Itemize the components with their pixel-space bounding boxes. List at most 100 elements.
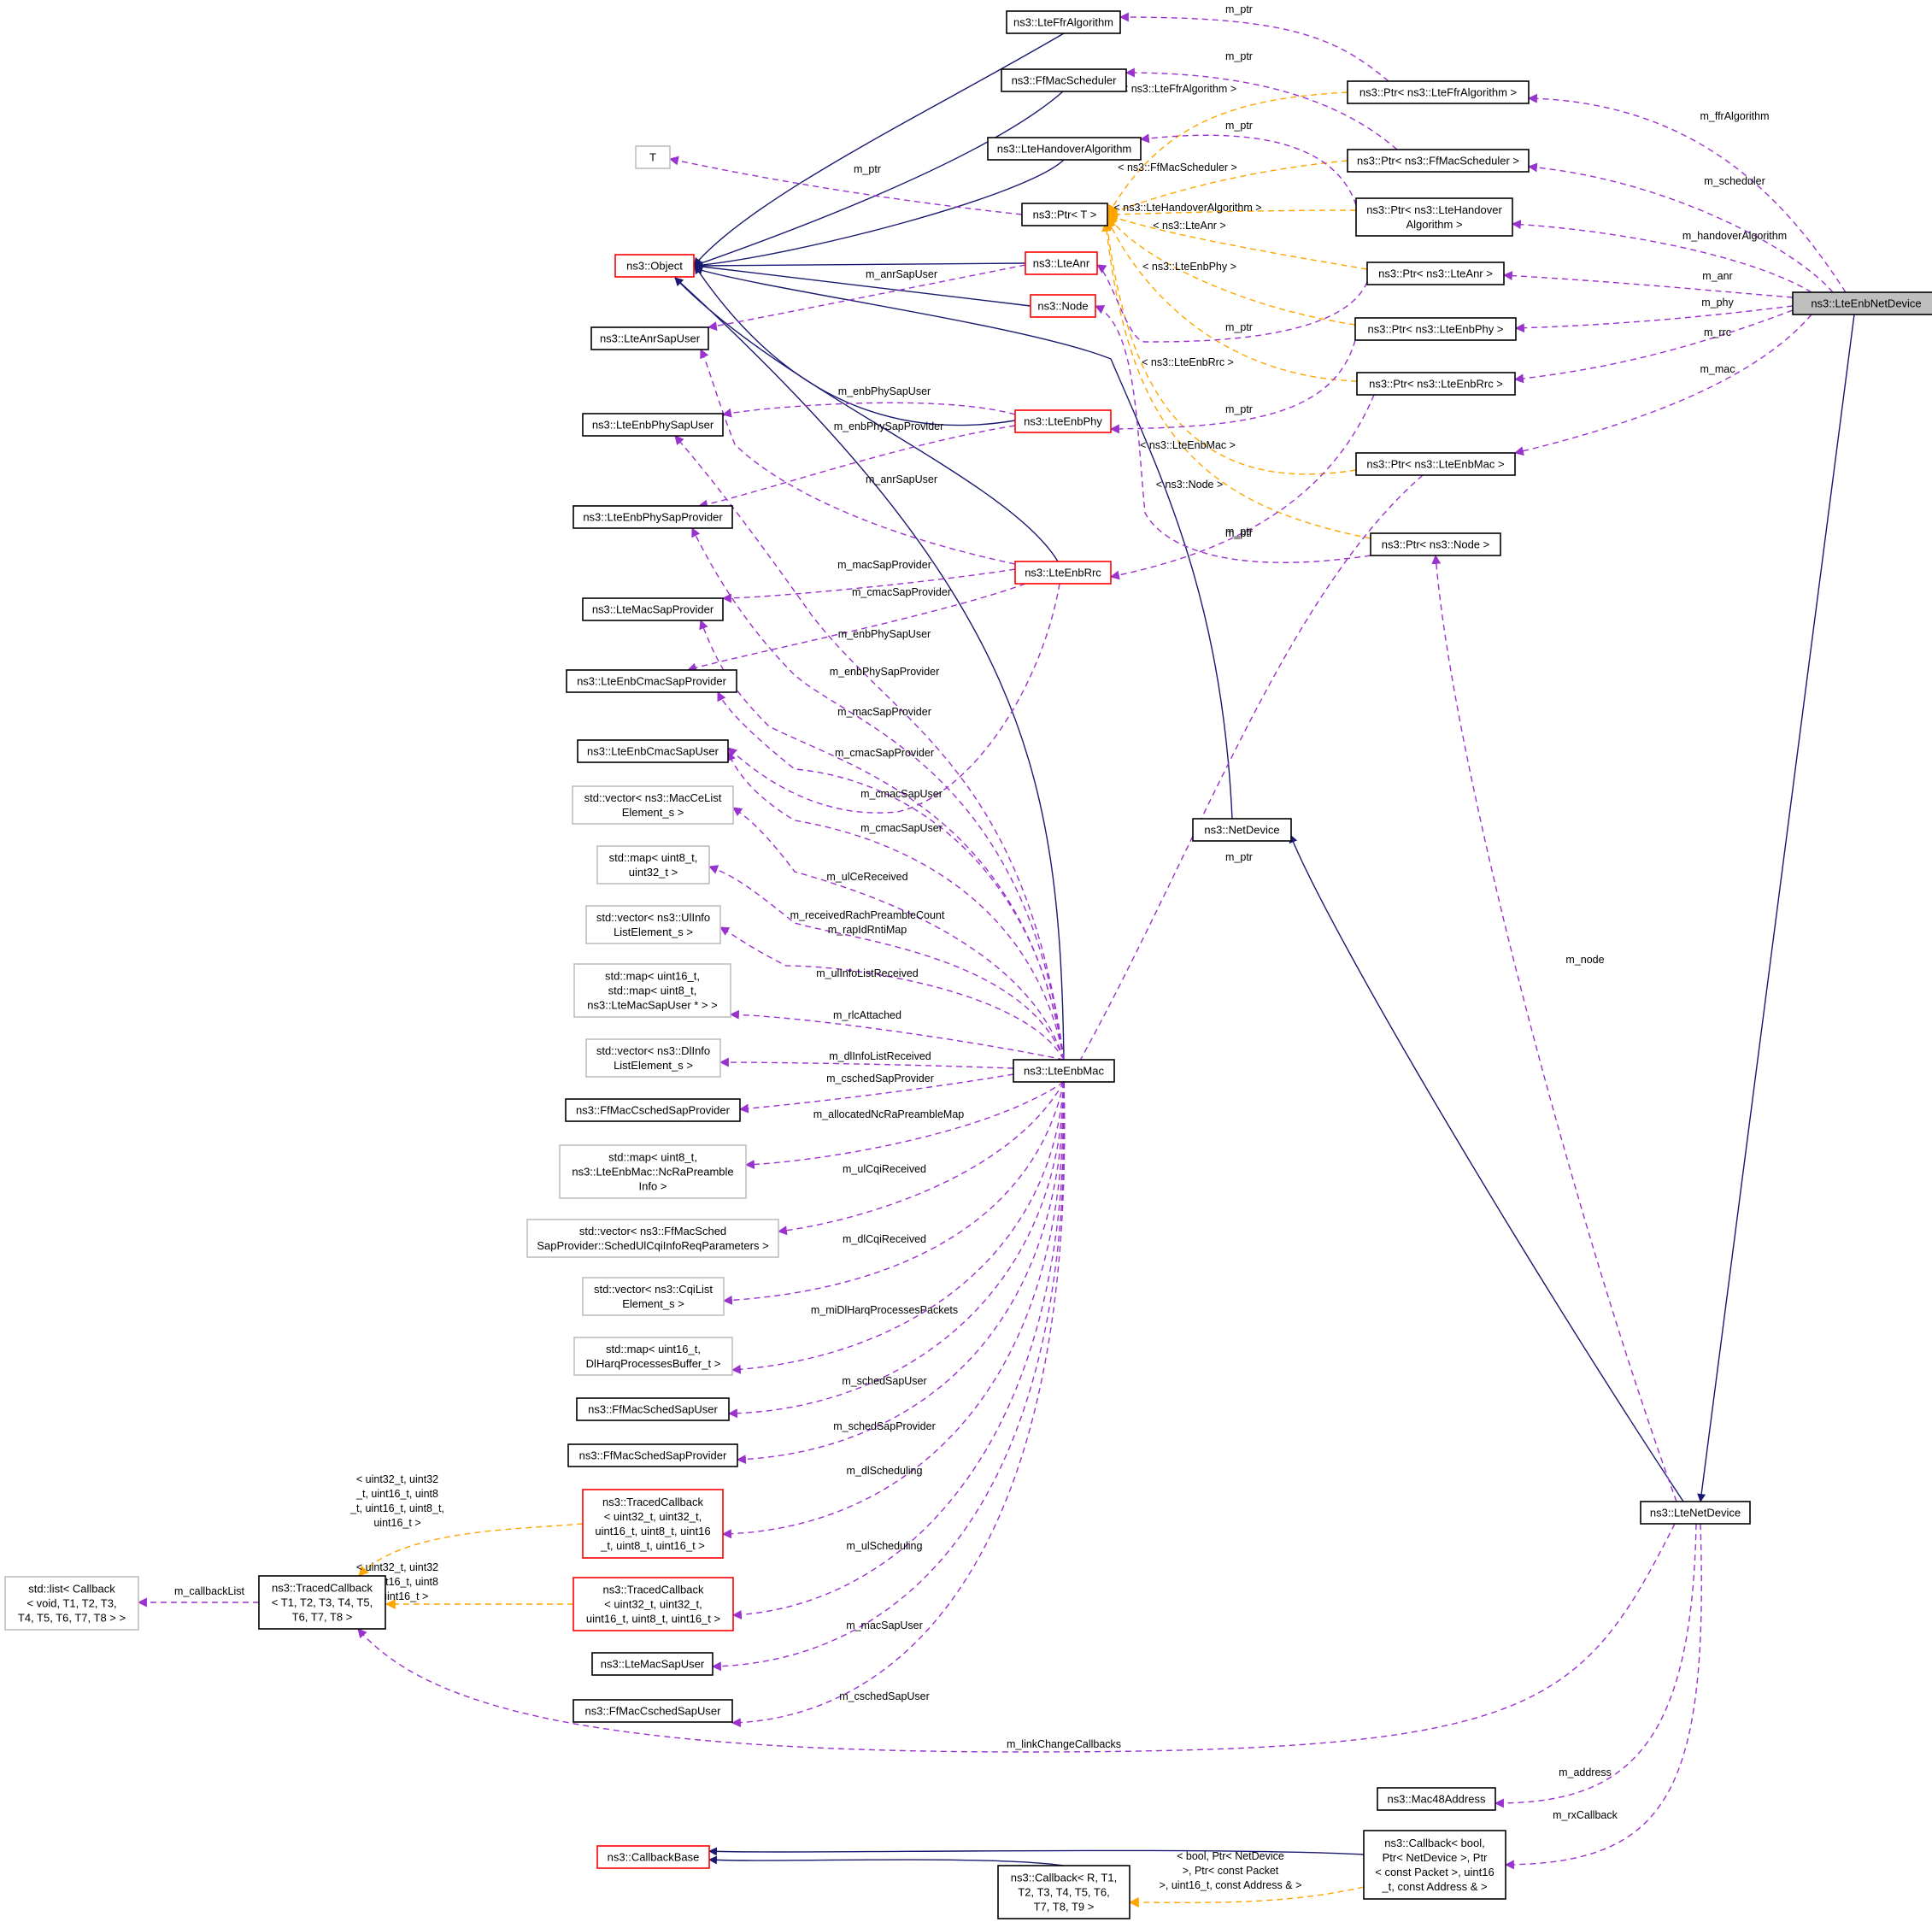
class-node-lte-enb-phy[interactable]: ns3::LteEnbPhy bbox=[1014, 409, 1112, 433]
edge-line bbox=[1139, 133, 1357, 206]
edge-label-u-ffmac: m_ptr bbox=[1225, 50, 1253, 62]
class-node-ff-mac-csched-sap-user[interactable]: ns3::FfMacCschedSapUser bbox=[573, 1699, 733, 1723]
edge-label-text: m_enbPhySapProvider bbox=[834, 420, 944, 432]
edge-label-t-phy: < ns3::LteEnbPhy > bbox=[1142, 261, 1236, 273]
class-node-label: ns3::Ptr< ns3::FfMacScheduler > bbox=[1357, 155, 1519, 168]
edge-u-ho bbox=[1139, 133, 1357, 206]
class-node-lte-net-device[interactable]: ns3::LteNetDevice bbox=[1640, 1501, 1751, 1525]
class-node-ptr-rrc[interactable]: ns3::Ptr< ns3::LteEnbRrc > bbox=[1356, 372, 1516, 396]
class-node-list-cb[interactable]: std::list< Callback< void, T1, T2, T3,T4… bbox=[4, 1576, 139, 1631]
class-node-traced-cb1[interactable]: ns3::TracedCallback< uint32_t, uint32_t,… bbox=[582, 1489, 724, 1559]
class-node-box bbox=[1014, 409, 1112, 433]
class-node-traced-cb2[interactable]: ns3::TracedCallback< uint32_t, uint32_t,… bbox=[573, 1577, 734, 1631]
class-node-callback-base[interactable]: ns3::CallbackBase bbox=[596, 1845, 710, 1869]
class-node-label: ns3::Ptr< ns3::LteEnbPhy > bbox=[1368, 323, 1504, 336]
edge-t-tcb1 bbox=[358, 1523, 584, 1577]
class-node-ptr-node[interactable]: ns3::Ptr< ns3::Node > bbox=[1370, 532, 1501, 556]
class-node-label: ns3::TracedCallback bbox=[272, 1582, 373, 1595]
class-node-label: ns3::Callback< bool, bbox=[1384, 1837, 1484, 1849]
class-node-net-device[interactable]: ns3::NetDevice bbox=[1192, 818, 1292, 842]
class-node-lte-enb-mac[interactable]: ns3::LteEnbMac bbox=[1013, 1059, 1115, 1083]
class-node-label: std::vector< ns3::FfMacSched bbox=[579, 1225, 726, 1237]
class-node-ff-mac-csched-sap-provider[interactable]: ns3::FfMacCschedSapProvider bbox=[565, 1098, 741, 1122]
edge-label-text: m_ulCeReceived bbox=[826, 871, 907, 883]
class-node-box bbox=[526, 1219, 779, 1258]
edge-e-ho-obj bbox=[693, 159, 1065, 270]
edge-t-cbb bbox=[1128, 1886, 1365, 1908]
class-node-object[interactable]: ns3::Object bbox=[614, 254, 695, 278]
class-node-box bbox=[1792, 291, 1932, 315]
class-node-t[interactable]: T bbox=[635, 145, 671, 169]
edge-label-t-anr: < ns3::LteAnr > bbox=[1153, 220, 1225, 232]
edge-label-t-rrc: < ns3::LteEnbRrc > bbox=[1142, 356, 1234, 368]
class-node-label: T bbox=[649, 151, 656, 164]
class-node-lte-enb-phy-sap-provider[interactable]: ns3::LteEnbPhySapProvider bbox=[573, 505, 733, 529]
class-node-lte-mac-sap-provider[interactable]: ns3::LteMacSapProvider bbox=[582, 597, 724, 621]
class-node-lte-enb-net-device[interactable]: ns3::LteEnbNetDevice bbox=[1792, 291, 1932, 315]
edge-r-cmacsapp bbox=[686, 583, 1026, 673]
edge-label-text: < ns3::LteEnbRrc > bbox=[1142, 356, 1234, 368]
class-node-map-dl-harq[interactable]: std::map< uint16_t,DlHarqProcessesBuffer… bbox=[573, 1337, 733, 1376]
edge-label-m-ffr: m_ffrAlgorithm bbox=[1700, 110, 1769, 122]
class-node-box bbox=[4, 1576, 139, 1631]
edge-c-physapu bbox=[674, 435, 1065, 1061]
class-node-label: ns3::NetDevice bbox=[1204, 824, 1279, 837]
edge-label-text: uint16_t > bbox=[373, 1517, 420, 1529]
edge-c-ulcqi bbox=[777, 1081, 1065, 1236]
class-node-vec-sched-ul-cqi[interactable]: std::vector< ns3::FfMacSchedSapProvider:… bbox=[526, 1219, 779, 1258]
class-node-box bbox=[1014, 561, 1112, 585]
class-node-ff-mac-sched-sap-provider[interactable]: ns3::FfMacSchedSapProvider bbox=[567, 1443, 738, 1467]
class-node-traced-cb-t[interactable]: ns3::TracedCallback< T1, T2, T3, T4, T5,… bbox=[258, 1575, 386, 1630]
class-node-label: ns3::LteNetDevice bbox=[1650, 1507, 1741, 1519]
edge-line bbox=[686, 583, 1026, 673]
edge-label-text: m_ulCqiReceived bbox=[843, 1163, 926, 1175]
edge-m-anr bbox=[1502, 271, 1794, 298]
class-node-lte-enb-phy-sap-user[interactable]: ns3::LteEnbPhySapUser bbox=[582, 413, 724, 437]
class-node-lte-anr-sap-user[interactable]: ns3::LteAnrSapUser bbox=[590, 326, 709, 350]
class-node-lte-enb-cmac-sap-provider[interactable]: ns3::LteEnbCmacSapProvider bbox=[566, 669, 737, 693]
class-node-map-rlc[interactable]: std::map< uint16_t,std::map< uint8_t,ns3… bbox=[573, 963, 731, 1018]
edge-label-text: m_ptr bbox=[1225, 120, 1253, 132]
class-node-ptr-anr[interactable]: ns3::Ptr< ns3::LteAnr > bbox=[1366, 262, 1505, 285]
class-node-callback-bool[interactable]: ns3::Callback< bool,Ptr< NetDevice >, Pt… bbox=[1363, 1830, 1506, 1900]
edge-line bbox=[1527, 93, 1847, 293]
class-node-map-nc-ra[interactable]: std::map< uint8_t,ns3::LteEnbMac::NcRaPr… bbox=[559, 1144, 747, 1199]
class-node-ptr-ho[interactable]: ns3::Ptr< ns3::LteHandoverAlgorithm > bbox=[1355, 197, 1513, 237]
edge-label-text: m_macSapProvider bbox=[837, 706, 931, 718]
class-node-box bbox=[1347, 149, 1530, 173]
class-node-box bbox=[1355, 197, 1513, 237]
class-node-lte-enb-cmac-sap-user[interactable]: ns3::LteEnbCmacSapUser bbox=[577, 739, 729, 763]
class-node-lte-ffr-algorithm[interactable]: ns3::LteFfrAlgorithm bbox=[1006, 10, 1121, 34]
class-node-lte-anr[interactable]: ns3::LteAnr bbox=[1025, 251, 1098, 275]
class-node-ptr-ff-mac[interactable]: ns3::Ptr< ns3::FfMacScheduler > bbox=[1347, 149, 1530, 173]
class-node-label: ListElement_s > bbox=[614, 926, 693, 938]
class-node-node[interactable]: ns3::Node bbox=[1030, 294, 1096, 318]
class-node-ptr-ffr[interactable]: ns3::Ptr< ns3::LteFfrAlgorithm > bbox=[1347, 80, 1530, 104]
class-node-box bbox=[1370, 532, 1501, 556]
class-node-mac48[interactable]: ns3::Mac48Address bbox=[1377, 1787, 1496, 1811]
edge-m-node bbox=[1431, 554, 1677, 1502]
class-node-lte-handover-algorithm[interactable]: ns3::LteHandoverAlgorithm bbox=[987, 137, 1142, 161]
class-node-ff-mac-sched-sap-user[interactable]: ns3::FfMacSchedSapUser bbox=[576, 1397, 730, 1421]
class-node-lte-enb-rrc[interactable]: ns3::LteEnbRrc bbox=[1014, 561, 1112, 585]
class-node-lte-mac-sap-user[interactable]: ns3::LteMacSapUser bbox=[591, 1652, 713, 1676]
edge-label-text: < ns3::LteEnbPhy > bbox=[1142, 261, 1236, 273]
edge-label-text: < ns3::LteHandoverAlgorithm > bbox=[1113, 202, 1261, 214]
edge-line bbox=[1502, 271, 1794, 298]
class-node-label: ns3::Ptr< T > bbox=[1033, 209, 1097, 221]
class-node-box bbox=[1354, 317, 1517, 341]
class-node-ptr-mac[interactable]: ns3::Ptr< ns3::LteEnbMac > bbox=[1355, 452, 1516, 476]
edge-u-mac bbox=[1067, 474, 1424, 1083]
class-node-ptr-phy[interactable]: ns3::Ptr< ns3::LteEnbPhy > bbox=[1354, 317, 1517, 341]
class-node-callback-t[interactable]: ns3::Callback< R, T1,T2, T3, T4, T5, T6,… bbox=[997, 1865, 1130, 1919]
edge-label-t-ffr: < ns3::LteFfrAlgorithm > bbox=[1122, 83, 1236, 95]
class-node-map-u8-u32[interactable]: std::map< uint8_t,uint32_t > bbox=[596, 845, 710, 885]
class-node-ff-mac-scheduler[interactable]: ns3::FfMacScheduler bbox=[1001, 68, 1127, 92]
edge-e-cbt-base bbox=[708, 1855, 1065, 1866]
class-node-ptr-t[interactable]: ns3::Ptr< T > bbox=[1021, 203, 1108, 226]
